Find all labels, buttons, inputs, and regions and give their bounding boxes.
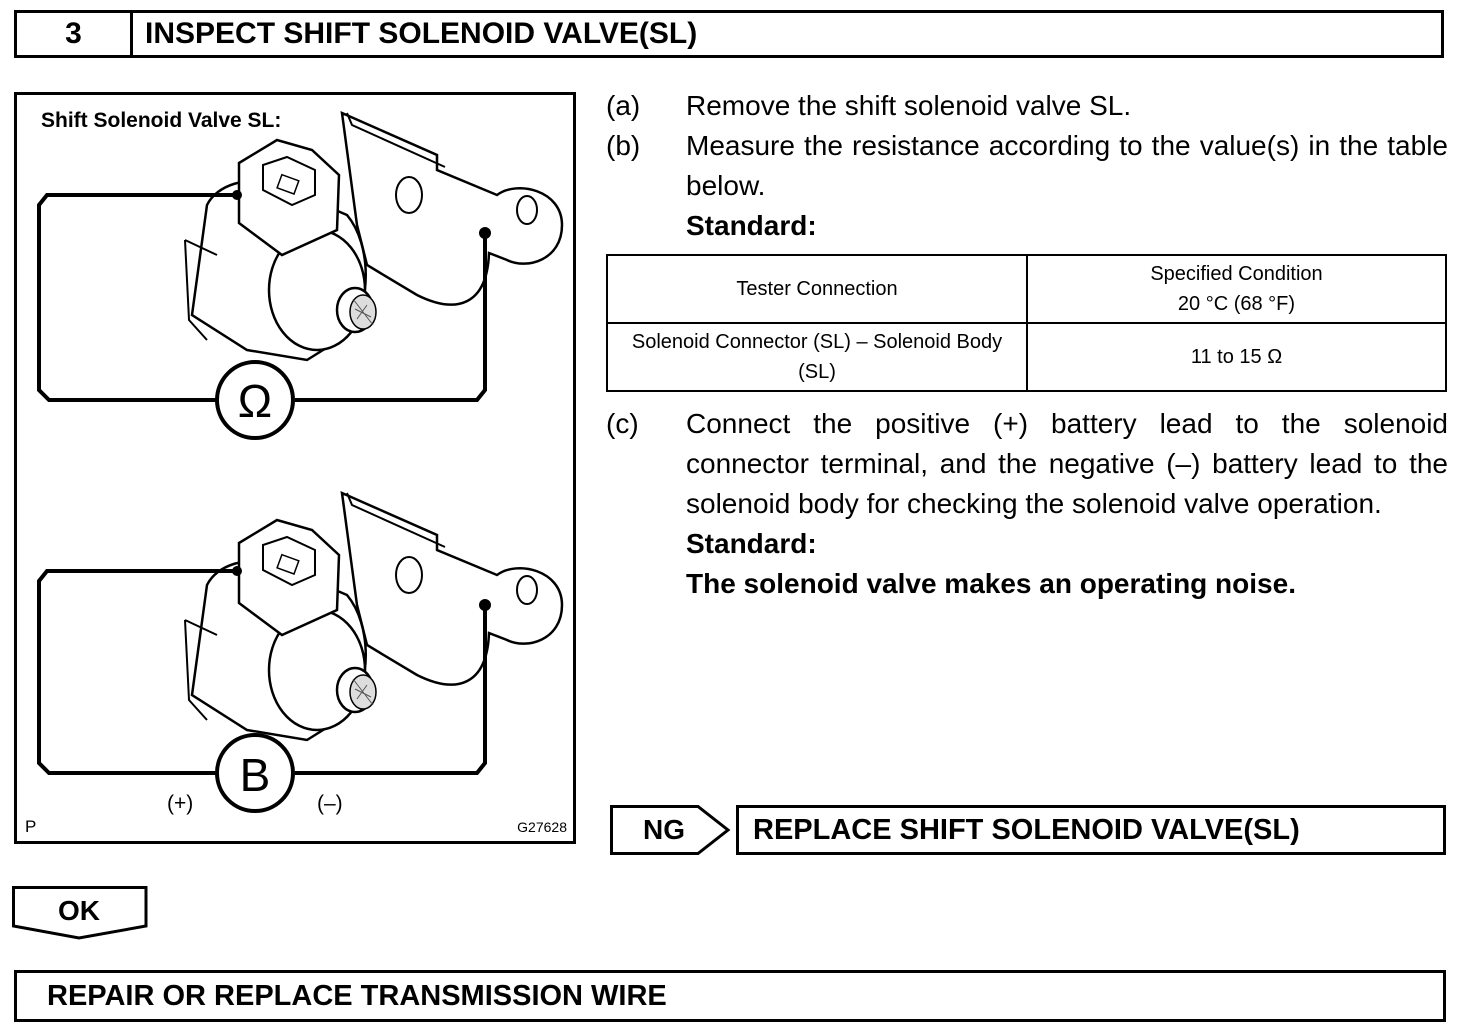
solenoid-diagram: Ω B	[37, 111, 564, 813]
step-header: 3 INSPECT SHIFT SOLENOID VALVE(SL)	[14, 10, 1444, 58]
resistance-spec-table: Tester Connection Specified Condition 20…	[606, 254, 1447, 392]
table-header-condition: Specified Condition 20 °C (68 °F)	[1026, 254, 1447, 324]
step-a-text: Remove the shift solenoid valve SL.	[686, 90, 1132, 121]
step-c: (c) Connect the positive (+) battery lea…	[606, 404, 1448, 604]
step-b: (b) Measure the resistance according to …	[606, 126, 1448, 246]
step-c-text: Connect the positive (+) battery lead to…	[686, 408, 1448, 519]
table-header-condition-title: Specified Condition	[1150, 263, 1323, 285]
negative-terminal-label: (–)	[317, 792, 343, 815]
ok-label: OK	[58, 895, 100, 926]
table-header-condition-temp: 20 °C (68 °F)	[1177, 293, 1296, 315]
figure-corner-letter: P	[25, 817, 37, 836]
table-cell-connection: Solenoid Connector (SL) – Solenoid Body …	[606, 322, 1028, 392]
step-b-text: Measure the resistance according to the …	[686, 130, 1448, 201]
step-c-letter: (c)	[606, 408, 639, 439]
instructions: (a) Remove the shift solenoid valve SL. …	[606, 86, 1448, 604]
step-a: (a) Remove the shift solenoid valve SL.	[606, 86, 1448, 126]
standard-label: Standard:	[686, 528, 817, 559]
standard-label: Standard:	[686, 210, 817, 241]
step-title: INSPECT SHIFT SOLENOID VALVE(SL)	[145, 17, 698, 50]
battery-symbol: B	[240, 749, 271, 801]
figure-code: G27628	[517, 819, 567, 835]
ng-label: NG	[643, 814, 685, 845]
table-header-row: Tester Connection Specified Condition 20…	[606, 254, 1447, 324]
table-row: Solenoid Connector (SL) – Solenoid Body …	[606, 322, 1447, 392]
final-action-box: REPAIR OR REPLACE TRANSMISSION WIRE	[14, 970, 1446, 1022]
ng-arrow: NG	[610, 805, 732, 855]
figure-label: Shift Solenoid Valve SL:	[41, 109, 282, 132]
step-a-letter: (a)	[606, 90, 641, 121]
ok-arrow: OK	[12, 886, 152, 940]
standard-text: The solenoid valve makes an operating no…	[686, 568, 1296, 599]
ohmmeter-symbol: Ω	[238, 375, 272, 427]
table-cell-condition: 11 to 15 Ω	[1026, 322, 1447, 392]
solenoid-illustration: Shift Solenoid Valve SL:	[14, 92, 576, 844]
step-number: 3	[17, 13, 133, 55]
table-header-connection: Tester Connection	[606, 254, 1028, 324]
ng-result-box: REPLACE SHIFT SOLENOID VALVE(SL)	[736, 805, 1446, 855]
positive-terminal-label: (+)	[167, 792, 194, 815]
step-b-letter: (b)	[606, 130, 641, 161]
